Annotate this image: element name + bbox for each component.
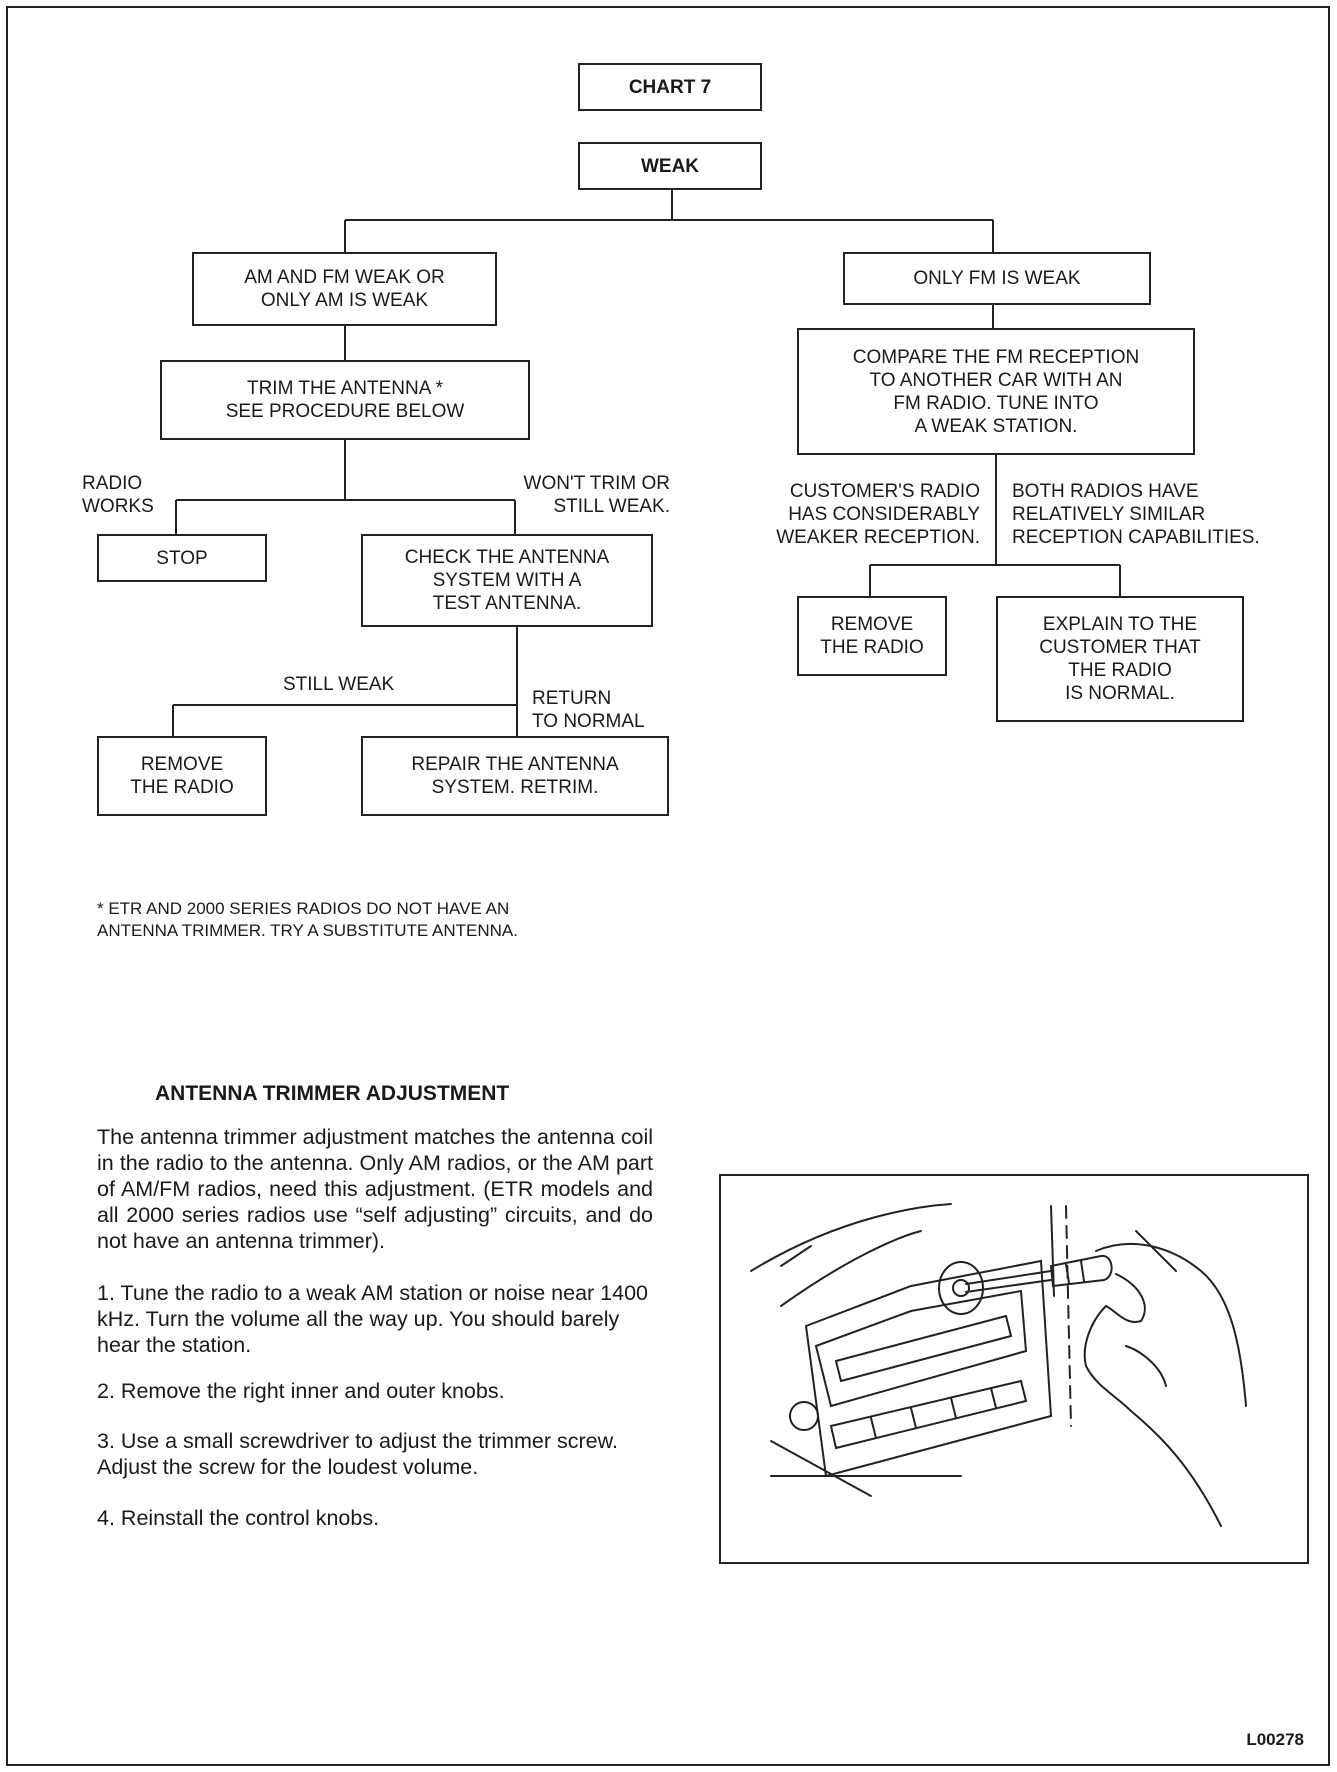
step-2: 2. Remove the right inner and outer knob… — [97, 1378, 657, 1404]
check-antenna-box: CHECK THE ANTENNA SYSTEM WITH A TEST ANT… — [361, 534, 653, 627]
compare-fm-box: COMPARE THE FM RECEPTION TO ANOTHER CAR … — [797, 328, 1195, 455]
customer-radio-label: CUSTOMER'S RADIO HAS CONSIDERABLY WEAKER… — [776, 481, 980, 548]
return-normal-label: RETURN TO NORMAL — [532, 688, 645, 732]
screwdriver-radio-drawing — [750, 1203, 1247, 1527]
explain-normal-box: EXPLAIN TO THE CUSTOMER THAT THE RADIO I… — [996, 596, 1244, 722]
only-fm-weak-box: ONLY FM IS WEAK — [843, 252, 1151, 305]
stop-box: STOP — [97, 534, 267, 582]
root-weak-box: WEAK — [578, 142, 762, 190]
procedure-intro: The antenna trimmer adjustment matches t… — [97, 1125, 653, 1253]
trim-antenna-box: TRIM THE ANTENNA * SEE PROCEDURE BELOW — [160, 360, 530, 440]
step-number: 1. — [97, 1281, 115, 1305]
radio-works-label: RADIO WORKS — [82, 473, 154, 517]
step-number: 3. — [97, 1429, 115, 1453]
chart-title-box: CHART 7 — [578, 63, 762, 111]
am-fm-weak-box: AM AND FM WEAK OR ONLY AM IS WEAK — [192, 252, 497, 326]
still-weak-label: STILL WEAK — [283, 674, 395, 695]
step-text: Remove the right inner and outer knobs. — [120, 1379, 505, 1403]
procedure-title: ANTENNA TRIMMER ADJUSTMENT — [155, 1082, 510, 1105]
remove-radio-box-right: REMOVE THE RADIO — [797, 596, 947, 676]
step-text: Reinstall the control knobs. — [120, 1506, 380, 1530]
step-text: Use a small screwdriver to adjust the tr… — [97, 1429, 618, 1479]
both-radios-label: BOTH RADIOS HAVE RELATIVELY SIMILAR RECE… — [1012, 481, 1260, 548]
repair-antenna-box: REPAIR THE ANTENNA SYSTEM. RETRIM. — [361, 736, 669, 816]
remove-radio-box-left: REMOVE THE RADIO — [97, 736, 267, 816]
footnote: * ETR AND 2000 SERIES RADIOS DO NOT HAVE… — [97, 899, 518, 940]
step-1: 1. Tune the radio to a weak AM station o… — [97, 1280, 657, 1358]
step-number: 2. — [97, 1379, 115, 1403]
figure-code: L00278 — [1246, 1730, 1304, 1749]
trimmer-illustration — [719, 1174, 1309, 1564]
step-4: 4. Reinstall the control knobs. — [97, 1505, 657, 1531]
step-number: 4. — [97, 1506, 115, 1530]
wont-trim-label: WON'T TRIM OR STILL WEAK. — [523, 473, 670, 517]
page-frame — [6, 6, 1330, 1766]
step-text: Tune the radio to a weak AM station or n… — [97, 1281, 649, 1357]
step-3: 3. Use a small screwdriver to adjust the… — [97, 1428, 657, 1480]
